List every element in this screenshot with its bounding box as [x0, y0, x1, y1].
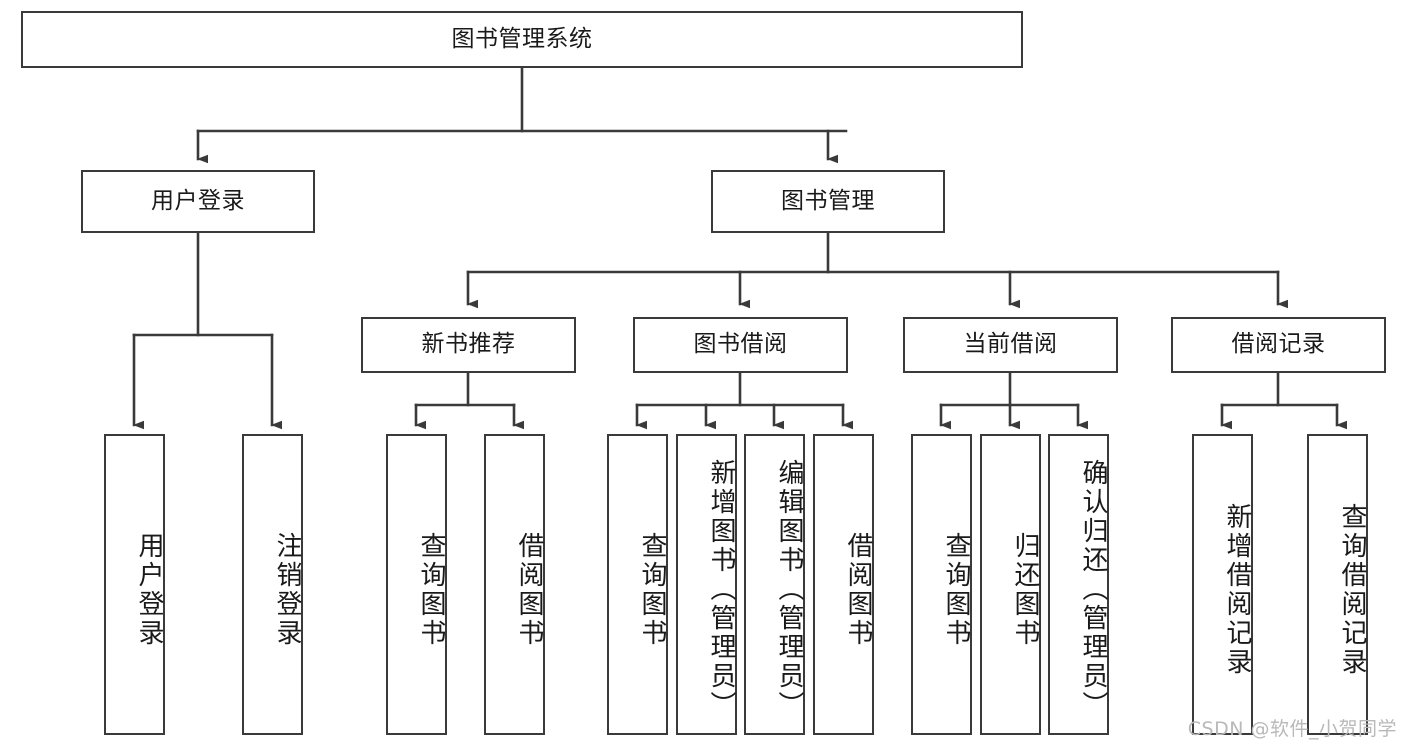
- node-user-login[interactable]: 用户登录: [81, 170, 315, 233]
- leaf-new-book-borrow[interactable]: 借阅图书: [484, 434, 545, 735]
- leaf-book-borrow-add[interactable]: 新增图书（管理员）: [676, 434, 737, 735]
- leaf-label: 归还图书: [1010, 531, 1040, 648]
- node-book-borrow-label: 图书借阅: [693, 331, 788, 358]
- leaf-label: 查询图书: [637, 531, 667, 648]
- node-current-borrow[interactable]: 当前借阅: [903, 317, 1118, 373]
- leaf-label: 借阅图书: [514, 531, 544, 648]
- leaf-label: 借阅图书: [843, 531, 873, 648]
- csdn-watermark: CSDN @软件_小贺同学: [1187, 718, 1397, 740]
- leaf-current-borrow-query[interactable]: 查询图书: [911, 434, 972, 735]
- leaf-label: 确认归还（管理员）: [1078, 459, 1108, 720]
- node-new-book-recommend[interactable]: 新书推荐: [361, 317, 576, 373]
- leaf-book-borrow-edit[interactable]: 编辑图书（管理员）: [744, 434, 805, 735]
- leaf-new-book-query[interactable]: 查询图书: [386, 434, 447, 735]
- node-user-login-label: 用户登录: [151, 187, 245, 214]
- leaf-current-borrow-confirm[interactable]: 确认归还（管理员）: [1048, 434, 1109, 735]
- leaf-current-borrow-return[interactable]: 归还图书: [980, 434, 1041, 735]
- leaf-label: 注销登录: [272, 531, 302, 648]
- leaf-label: 查询图书: [416, 531, 446, 648]
- leaf-label: 用户登录: [134, 531, 164, 648]
- node-book-manage[interactable]: 图书管理: [711, 170, 945, 233]
- node-borrow-record[interactable]: 借阅记录: [1171, 317, 1386, 373]
- node-borrow-record-label: 借阅记录: [1231, 331, 1326, 358]
- leaf-label: 新增借阅记录: [1222, 502, 1252, 677]
- leaf-borrow-record-query[interactable]: 查询借阅记录: [1307, 434, 1368, 735]
- leaf-label: 查询借阅记录: [1337, 502, 1367, 677]
- leaf-label: 查询图书: [941, 531, 971, 648]
- node-new-book-recommend-label: 新书推荐: [421, 331, 516, 358]
- node-book-manage-label: 图书管理: [781, 187, 875, 214]
- node-root[interactable]: 图书管理系统: [21, 11, 1023, 68]
- leaf-label: 编辑图书（管理员）: [774, 459, 804, 720]
- leaf-book-borrow-query[interactable]: 查询图书: [607, 434, 668, 735]
- leaf-book-borrow-borrow[interactable]: 借阅图书: [813, 434, 874, 735]
- node-root-label: 图书管理系统: [451, 25, 593, 52]
- leaf-borrow-record-add[interactable]: 新增借阅记录: [1192, 434, 1253, 735]
- leaf-label: 新增图书（管理员）: [706, 459, 736, 720]
- node-book-borrow[interactable]: 图书借阅: [633, 317, 848, 373]
- leaf-user-login-logout[interactable]: 注销登录: [242, 434, 303, 735]
- node-current-borrow-label: 当前借阅: [963, 331, 1058, 358]
- leaf-user-login-login[interactable]: 用户登录: [104, 434, 165, 735]
